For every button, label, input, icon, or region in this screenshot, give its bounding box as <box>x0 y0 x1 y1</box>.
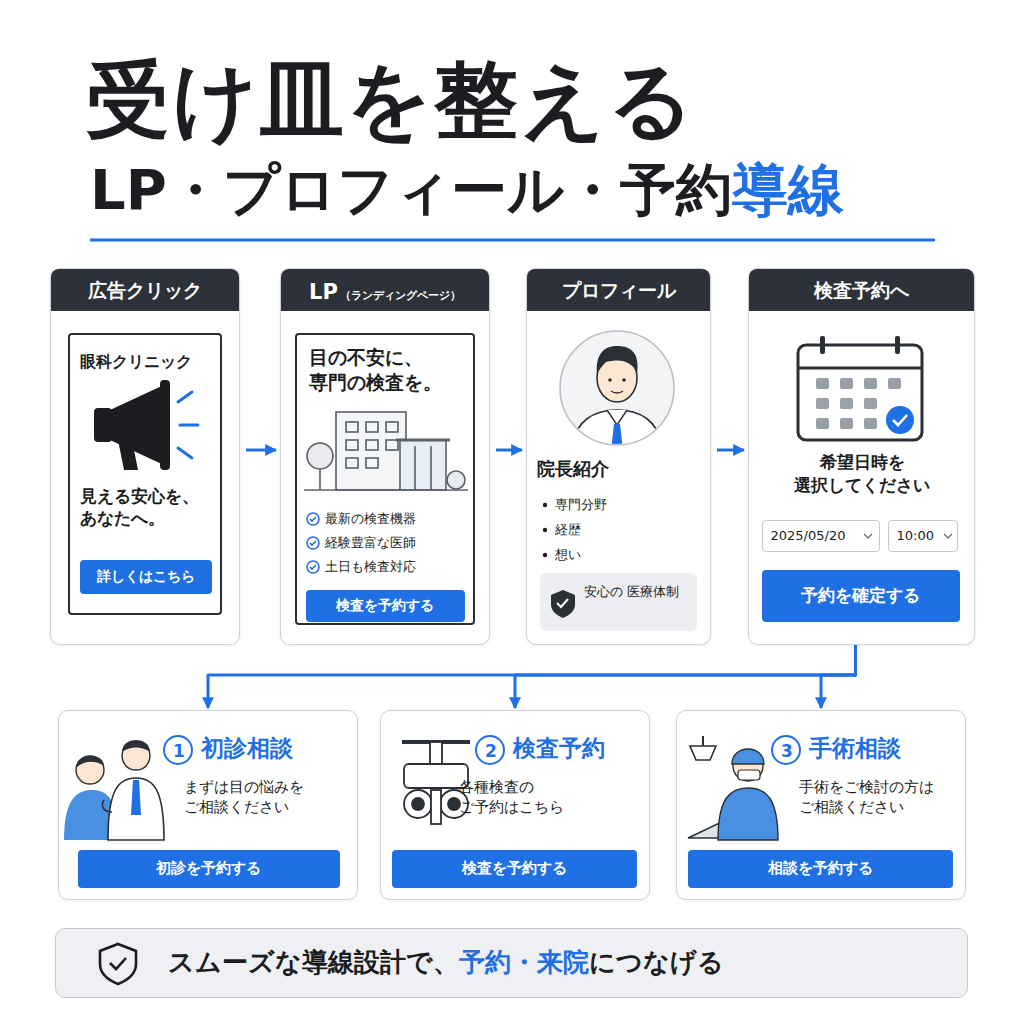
summary-row: スムーズな導線設計で、予約・来院につなげる <box>168 929 957 997</box>
title-underline <box>90 239 935 242</box>
node-text: 予約・来院 <box>459 947 589 978</box>
node-text: 10:00 <box>897 527 934 545</box>
header-row: 検査予約へ <box>749 269 974 311</box>
node-text: 専門分野 <box>555 496 607 514</box>
cta-button: 予約を確定する <box>762 570 960 622</box>
node-text: 眼科クリニック <box>80 351 192 373</box>
consultation-illustration <box>64 736 192 840</box>
node-text: 経験豊富な医師 <box>325 534 416 552</box>
node-text: につなげる <box>589 947 724 978</box>
step-heading: プロフィール <box>562 278 676 304</box>
option-card: 3 手術相談手術をご検討の方は ご相談ください相談を予約する <box>676 710 966 900</box>
button-label: 予約を確定する <box>762 570 960 622</box>
clinic-building <box>304 412 468 490</box>
button-label: 詳しくはこちら <box>80 560 212 594</box>
step-heading: LP <box>309 278 338 306</box>
shield-icon <box>100 944 136 984</box>
cta-button: 初診を予約する <box>78 850 340 888</box>
step-card: 検査予約へ希望日時を 選択してください 2025/05/20 10:00 予約を確定す… <box>748 268 975 645</box>
step-card: 広告クリック眼科クリニック見える安心を、 あなたへ。詳しくはこちら <box>50 268 240 645</box>
node-text: 手術相談 <box>809 733 901 764</box>
button-label: 検査を予約する <box>306 590 465 622</box>
node-text: 最新の検査機器 <box>325 510 416 528</box>
node-text: 見える安心を、 あなたへ。 <box>80 485 212 531</box>
node-text: まずは目の悩みを ご相談ください <box>184 777 344 818</box>
date-select: 2025/05/20 <box>762 520 880 552</box>
step-number: 3 <box>773 737 801 765</box>
summary-band: スムーズな導線設計で、予約・来院につなげる <box>55 928 968 998</box>
flow-arrow <box>515 645 856 708</box>
node-text: 2025/05/20 <box>771 527 846 545</box>
cta-button: 相談を予約する <box>688 850 953 888</box>
step-card: LP（ランディングページ） 目の不安に、 専門の検査を。最新の検査機器経験豊富な医… <box>280 268 490 645</box>
subtitle-row: LP・プロフィール・予約導線 <box>90 152 844 228</box>
option-card: 2 検査予約各種検査の ご予約はこちら検査を予約する <box>380 710 650 900</box>
node-text: 各種検査の ご予約はこちら <box>459 777 619 818</box>
button-label: 相談を予約する <box>688 850 953 888</box>
step-card: プロフィール院長紹介専門分野経歴想い安心の 医療体制 <box>526 268 711 645</box>
node-text: 手術をご検討の方は ご相談ください <box>799 777 959 818</box>
flow-arrow <box>821 645 856 708</box>
node-text: 経歴 <box>555 521 581 539</box>
node-text: 目の不安に、 専門の検査を。 <box>309 345 461 396</box>
ad-banner: 眼科クリニック見える安心を、 あなたへ。詳しくはこちら <box>68 333 222 615</box>
subtitle: LP・プロフィール・予約 <box>90 156 732 223</box>
time-select: 10:00 <box>888 520 958 552</box>
cta-button: 詳しくはこちら <box>80 560 212 594</box>
step-heading: （ランディングページ） <box>340 289 461 304</box>
calendar-icon <box>798 336 922 440</box>
director-avatar <box>560 331 674 450</box>
select-chevrons <box>864 534 952 538</box>
surgeon-illustration <box>688 736 800 840</box>
flow-arrow <box>246 449 276 452</box>
cta-button: 検査を予約する <box>392 850 637 888</box>
trust-badge: 安心の 医療体制 <box>540 573 697 631</box>
node-text: 安心の 医療体制 <box>584 583 684 601</box>
flow-arrow <box>496 449 522 452</box>
node-text: スムーズな導線設計で、 <box>168 947 459 978</box>
shield-icon <box>551 590 575 618</box>
step-heading: 検査予約へ <box>814 278 909 304</box>
step-heading: 広告クリック <box>88 278 202 304</box>
header-row: 広告クリック <box>51 269 239 311</box>
step-number: 1 <box>165 737 193 765</box>
header-row: プロフィール <box>527 269 710 311</box>
megaphone-icon <box>94 380 198 470</box>
subtitle-highlight: 導線 <box>732 156 844 223</box>
bullet-dots <box>543 503 547 557</box>
header-row: LP（ランディングページ） <box>281 269 489 311</box>
option-card: 1 初診相談まずは目の悩みを ご相談ください初診を予約する <box>58 710 358 900</box>
step-number: 2 <box>477 737 505 765</box>
button-label: 初診を予約する <box>78 850 340 888</box>
node-text: 想い <box>555 546 581 564</box>
title: 受け皿を整える <box>86 50 696 151</box>
node-text: 土日も検査対応 <box>325 558 416 576</box>
node-text: 初診相談 <box>201 733 293 764</box>
node-text: 検査予約 <box>513 733 605 764</box>
node-text: 希望日時を 選択してください <box>782 451 942 497</box>
phoropter-illustration <box>402 736 504 824</box>
lp-page: 目の不安に、 専門の検査を。最新の検査機器経験豊富な医師土日も検査対応検査を予約… <box>295 333 475 625</box>
button-label: 検査を予約する <box>392 850 637 888</box>
cta-button: 検査を予約する <box>306 590 465 622</box>
node-text: 院長紹介 <box>537 457 609 481</box>
flow-arrow <box>717 449 744 452</box>
check-icons <box>307 513 319 573</box>
flow-arrow <box>208 645 856 708</box>
